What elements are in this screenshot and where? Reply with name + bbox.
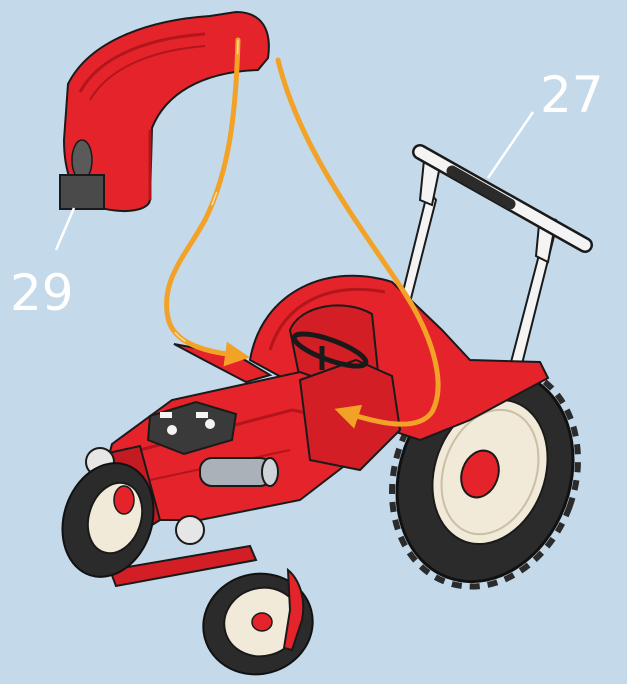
leader-line-29 [56,208,74,250]
hood-grille [60,175,104,209]
rollbar-grip [452,171,510,204]
front-right-wheel [192,561,324,684]
part-number-29: 29 [10,264,74,322]
part-number-27: 27 [540,66,604,124]
headlight-right [176,516,204,544]
leader-line-27 [488,112,533,178]
air-filter [200,458,278,486]
